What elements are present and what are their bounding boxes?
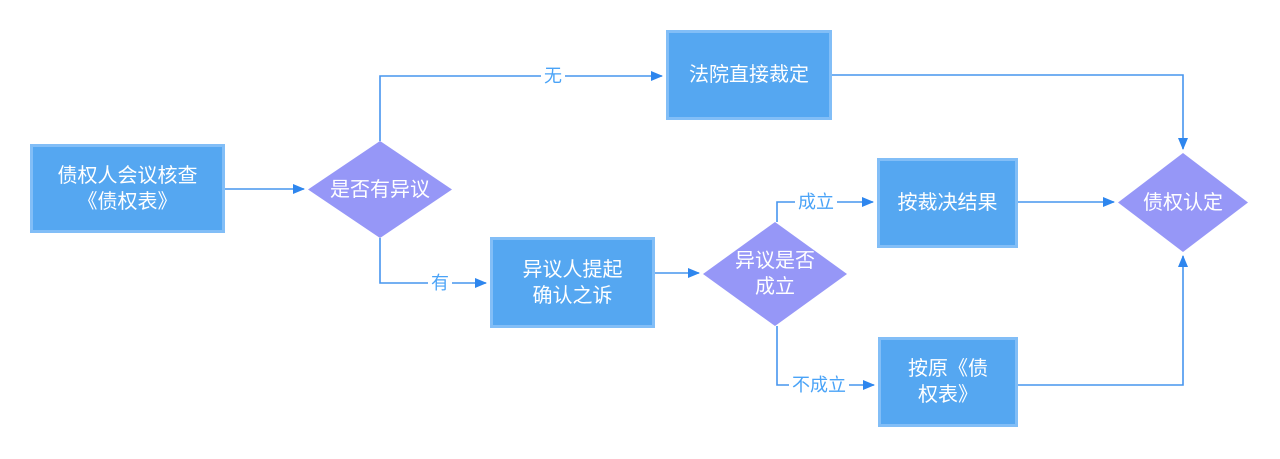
- edge-label-valid: 成立: [795, 191, 837, 213]
- node-label-line: 异议是否: [735, 250, 815, 272]
- node-creditors-meeting-verify: 债权人会议核查 《债权表》: [30, 144, 225, 233]
- edge-valid-branch-to-per-ruling: [776, 197, 874, 222]
- node-label-line: 《债权表》: [77, 190, 178, 213]
- node-label-line: 确认之诉: [532, 284, 613, 307]
- node-per-ruling-result: 按裁决结果: [877, 158, 1018, 248]
- node-court-direct-ruling: 法院直接裁定: [666, 30, 832, 120]
- node-label-line: 是否有异议: [330, 178, 430, 201]
- edge-label-invalid: 不成立: [789, 374, 849, 396]
- edge-per-original-to-claim-confirmed: [1018, 255, 1188, 386]
- edge-label-no: 无: [541, 65, 565, 87]
- node-label-line: 债权人会议核查: [57, 164, 198, 187]
- node-label-line: 按裁决结果: [897, 192, 998, 214]
- node-per-original-claims-table: 按原《债 权表》: [878, 337, 1018, 427]
- node-objector-confirmation-lawsuit: 异议人提起 确认之诉: [490, 237, 655, 328]
- node-label-line: 权表》: [918, 384, 978, 406]
- node-label-line: 法院直接裁定: [689, 64, 809, 86]
- node-label-line: 按原《债: [908, 358, 988, 380]
- edge-no-branch-to-court-ruling: [379, 71, 663, 141]
- node-label-line: 异议人提起: [522, 258, 623, 281]
- edge-label-yes: 有: [428, 272, 452, 294]
- node-label-line: 成立: [755, 276, 795, 298]
- edge-court-ruling-to-claim-confirmed: [832, 74, 1188, 150]
- node-label-line: 债权认定: [1143, 191, 1223, 214]
